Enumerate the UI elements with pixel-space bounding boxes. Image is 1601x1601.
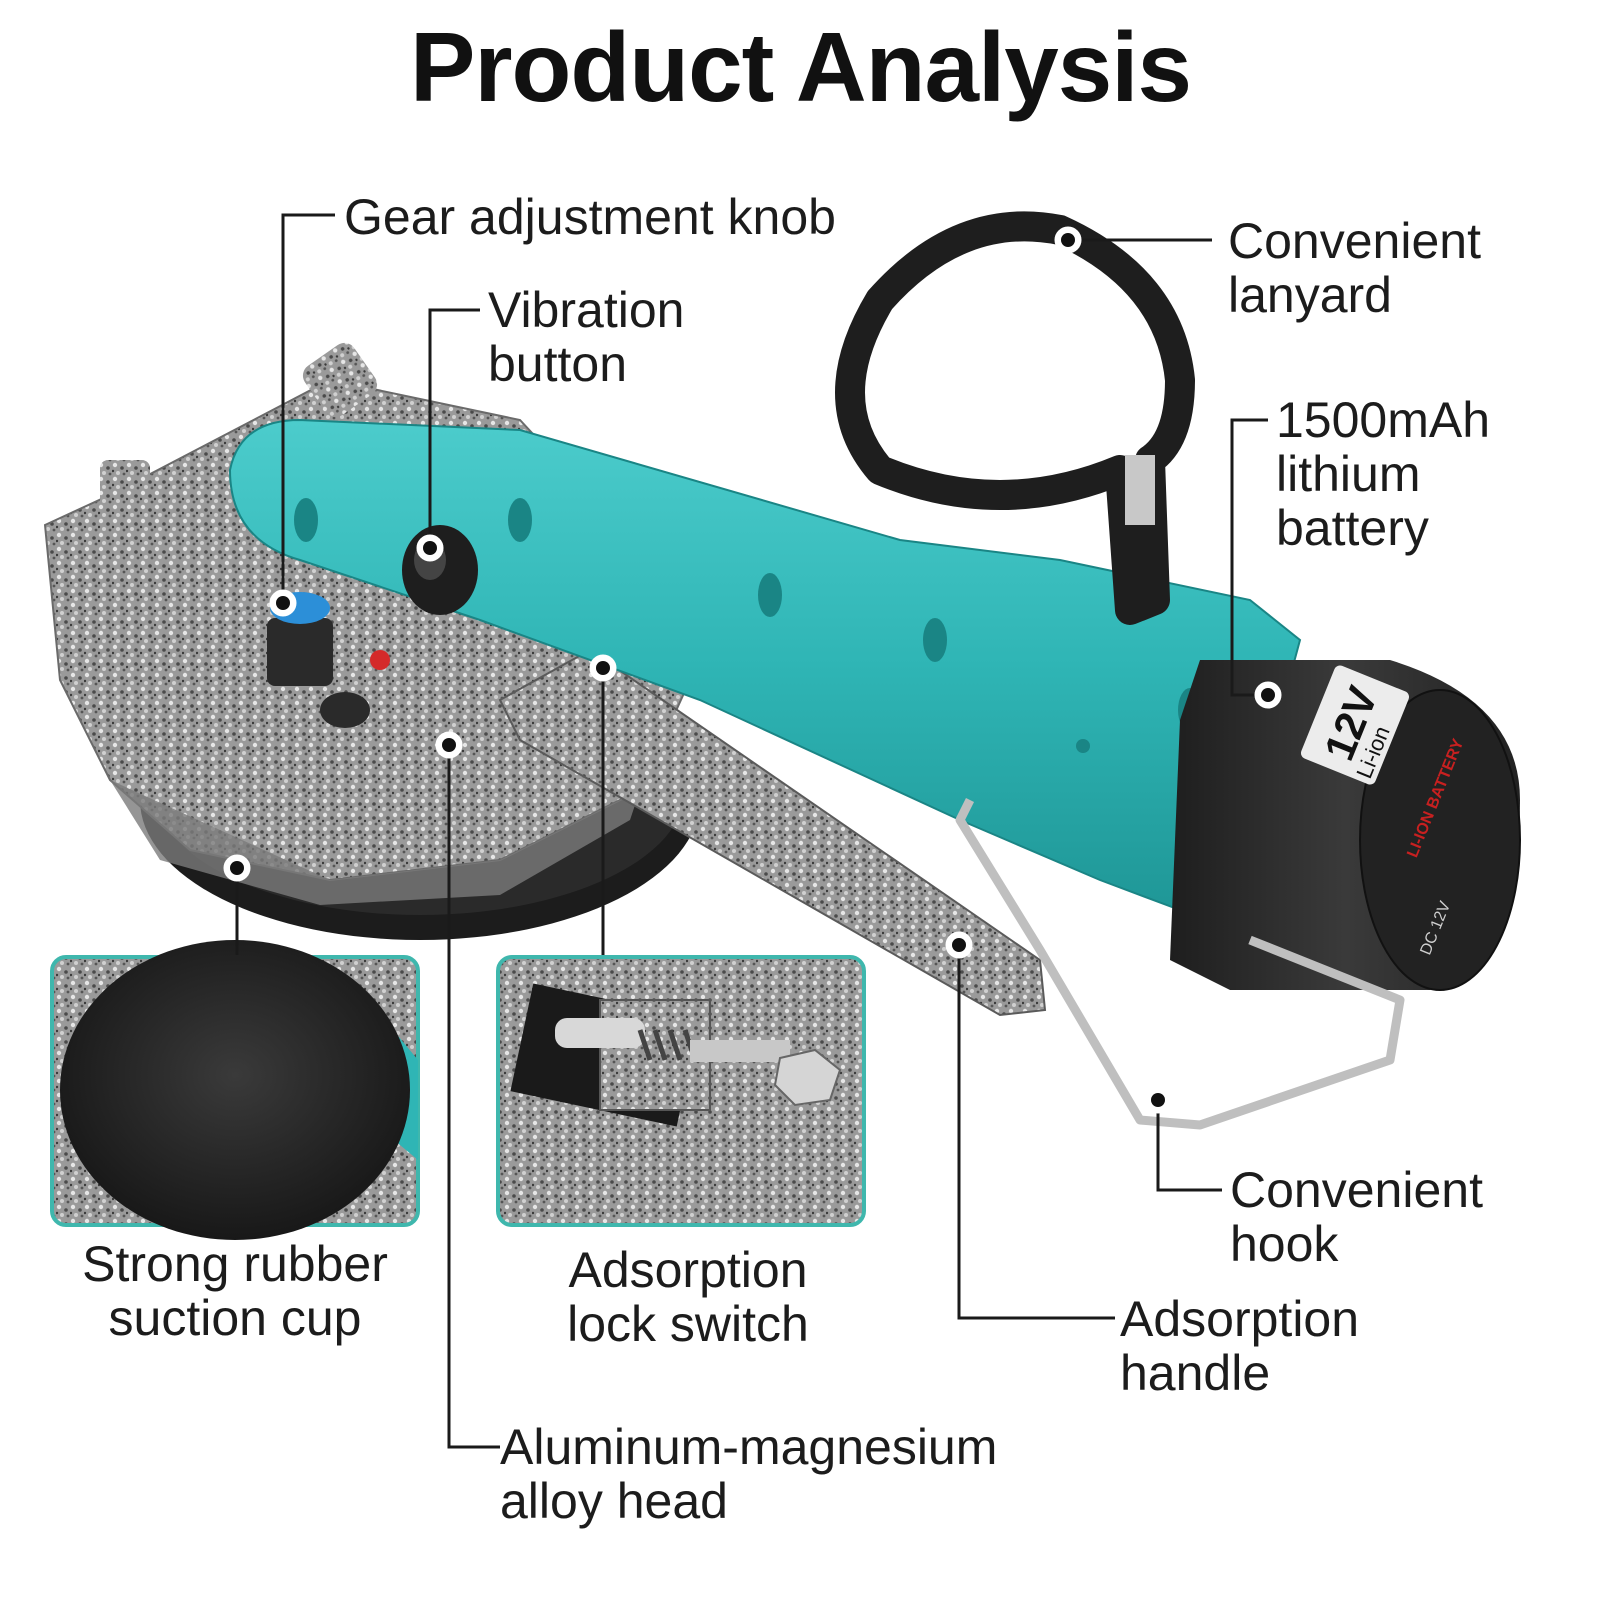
battery-dot: [1261, 688, 1275, 702]
leader-lines: [235, 213, 1268, 1449]
lock-switch-dot: [596, 661, 610, 675]
suction-cup-detail-panel: [50, 940, 420, 1240]
label-suction-cup: Strong rubber suction cup: [82, 1236, 388, 1346]
label-convenient-lanyard: Convenient lanyard: [1228, 213, 1481, 323]
label-lithium-battery: 1500mAh lithium battery: [1276, 392, 1491, 556]
label-alloy-head: Aluminum-magnesium alloy head: [500, 1419, 998, 1529]
lock-switch-detail-panel: [496, 955, 866, 1227]
page-title: Product Analysis: [410, 12, 1192, 122]
label-gear-adjustment-knob: Gear adjustment knob: [344, 189, 836, 245]
label-lock-switch: Adsorption lock switch: [567, 1242, 809, 1352]
suction-cup-dot: [230, 861, 244, 875]
label-vibration-button: Vibration button: [488, 282, 685, 392]
callout-dots: [223, 226, 1282, 1114]
gear-knob-dot: [276, 596, 290, 610]
label-convenient-hook: Convenient hook: [1230, 1162, 1483, 1272]
hook-wire: [955, 797, 1405, 1130]
adsorption-handle-dot: [952, 938, 966, 952]
alloy-head-dot: [442, 738, 456, 752]
hook-dot: [1151, 1093, 1165, 1107]
vibration-button-dot: [423, 541, 437, 555]
label-adsorption-handle: Adsorption handle: [1120, 1291, 1360, 1401]
lanyard-strap: [835, 211, 1195, 625]
gear-knob-shape: [267, 618, 333, 686]
lanyard-dot: [1061, 233, 1075, 247]
